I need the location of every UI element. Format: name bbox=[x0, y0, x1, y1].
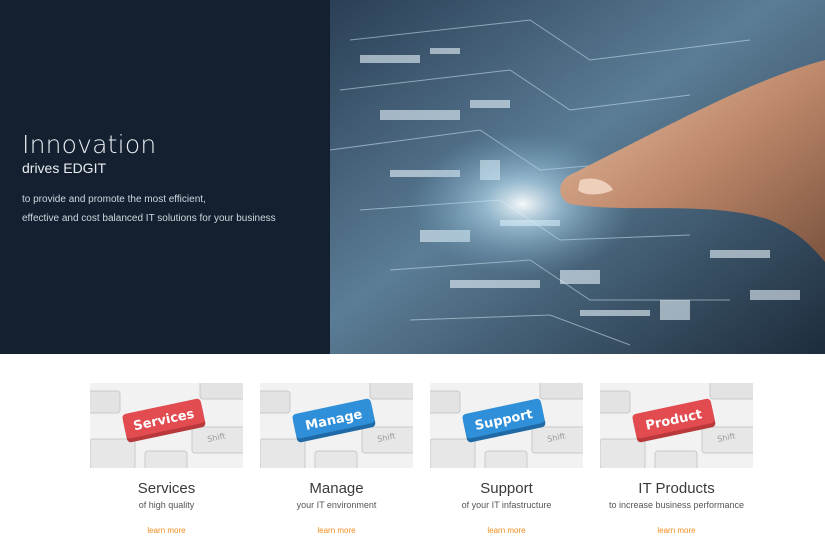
card-subtitle: of high quality bbox=[138, 500, 195, 510]
services-cards: Services Shift Services of high quality … bbox=[0, 383, 825, 548]
support-keyboard-image: Support Shift bbox=[430, 383, 583, 468]
manage-key bbox=[292, 398, 375, 439]
hero-subtitle: drives EDGIT bbox=[22, 160, 107, 176]
card-title: Services bbox=[137, 480, 196, 497]
shift-key-label: Shift bbox=[377, 431, 397, 444]
card-it-products: Product Shift IT Products to increase bu… bbox=[600, 383, 753, 538]
card-title: IT Products bbox=[638, 480, 715, 497]
shift-key-label: Shift bbox=[207, 431, 227, 444]
hero-title: Innovation bbox=[22, 130, 157, 159]
card-manage: Manage Shift Manage your IT environment … bbox=[260, 383, 413, 538]
manage-keyboard-image: Manage Shift bbox=[260, 383, 413, 468]
learn-more-link[interactable]: learn more bbox=[147, 526, 186, 535]
card-subtitle: of your IT infastructure bbox=[461, 500, 552, 510]
shift-key-label: Shift bbox=[717, 431, 737, 444]
learn-more-link[interactable]: learn more bbox=[487, 526, 526, 535]
card-subtitle: your IT environment bbox=[296, 500, 377, 510]
services-keyboard-image: Services Shift bbox=[90, 383, 243, 468]
card-subtitle: to increase business performance bbox=[608, 500, 745, 510]
support-key bbox=[462, 398, 545, 439]
learn-more-link[interactable]: learn more bbox=[657, 526, 696, 535]
hero-text-block: Innovation drives EDGIT to provide and p… bbox=[22, 130, 322, 228]
hero-description-line: to provide and promote the most efficien… bbox=[22, 194, 206, 205]
hero-banner: Innovation drives EDGIT to provide and p… bbox=[0, 0, 825, 354]
card-services: Services Shift Services of high quality … bbox=[90, 383, 243, 538]
shift-key-label: Shift bbox=[547, 431, 567, 444]
hero-description-line: effective and cost balanced IT solutions… bbox=[22, 213, 276, 224]
hero-illustration bbox=[330, 0, 825, 354]
card-title: Support bbox=[480, 480, 533, 497]
hero-description: to provide and promote the most efficien… bbox=[22, 190, 322, 228]
card-title: Manage bbox=[309, 480, 364, 497]
learn-more-link[interactable]: learn more bbox=[317, 526, 356, 535]
product-keyboard-image: Product Shift bbox=[600, 383, 753, 468]
services-key bbox=[122, 398, 205, 439]
product-key bbox=[632, 398, 715, 439]
card-support: Support Shift Support of your IT infastr… bbox=[430, 383, 583, 538]
hero-touchscreen-image bbox=[330, 0, 825, 354]
